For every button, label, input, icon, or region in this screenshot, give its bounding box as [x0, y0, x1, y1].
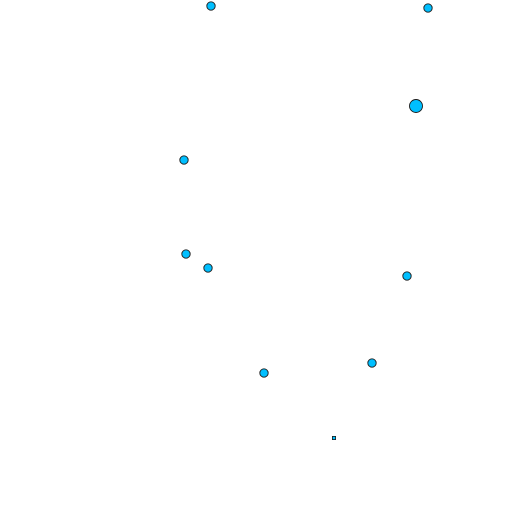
- map-marker[interactable]: [423, 3, 433, 13]
- map-marker[interactable]: [402, 271, 412, 281]
- map-marker[interactable]: [259, 368, 269, 378]
- map-marker[interactable]: [179, 155, 189, 165]
- map-marker[interactable]: [367, 358, 377, 368]
- map-marker[interactable]: [203, 263, 213, 273]
- map-marker[interactable]: [181, 249, 191, 259]
- map-marker-square[interactable]: [331, 435, 336, 440]
- map-marker[interactable]: [206, 1, 216, 11]
- map-marker[interactable]: [409, 99, 423, 113]
